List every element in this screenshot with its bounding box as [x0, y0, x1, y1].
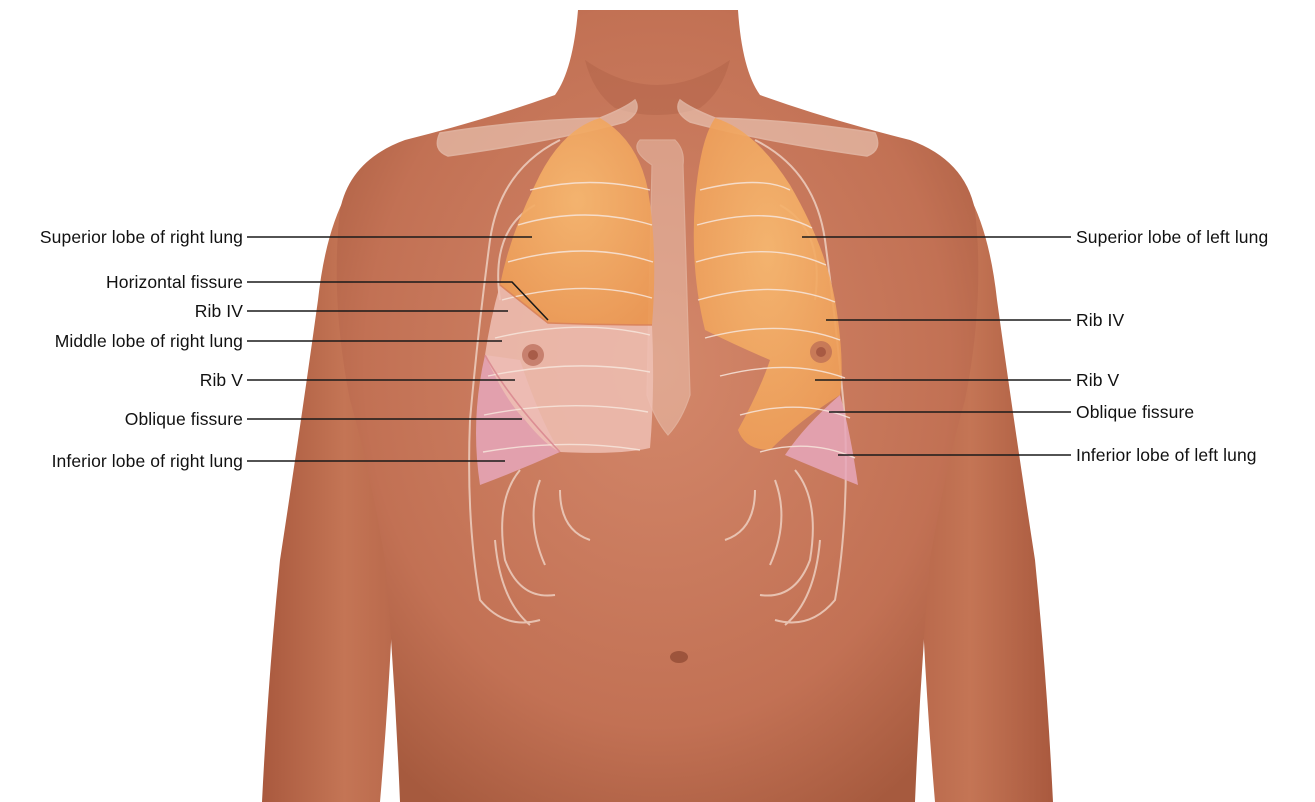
label-rib-v-left: Rib V [1076, 370, 1119, 390]
label-inferior-lobe-left-lung: Inferior lobe of left lung [1076, 445, 1257, 465]
label-rib-iv-left: Rib IV [1076, 310, 1124, 330]
label-oblique-fissure-right: Oblique fissure [125, 409, 243, 429]
label-superior-lobe-right-lung: Superior lobe of right lung [40, 227, 243, 247]
label-rib-v-right: Rib V [200, 370, 243, 390]
label-superior-lobe-left-lung: Superior lobe of left lung [1076, 227, 1268, 247]
label-oblique-fissure-left: Oblique fissure [1076, 402, 1194, 422]
label-middle-lobe-right-lung: Middle lobe of right lung [55, 331, 243, 351]
left-nipple [810, 341, 832, 363]
navel [670, 651, 688, 663]
right-nipple [522, 344, 544, 366]
label-inferior-lobe-right-lung: Inferior lobe of right lung [52, 451, 243, 471]
label-horizontal-fissure: Horizontal fissure [106, 272, 243, 292]
label-rib-iv-right: Rib IV [195, 301, 243, 321]
